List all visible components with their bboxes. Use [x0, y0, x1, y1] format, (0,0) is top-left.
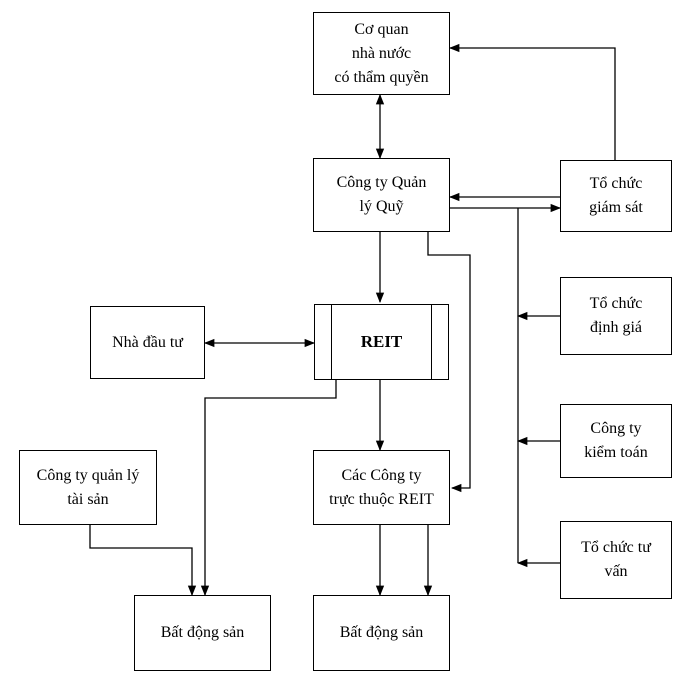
fund-manager-line-2: lý Quỹ [359, 198, 404, 215]
arrow-reit-real-estate-left [200, 380, 337, 597]
arrow-supervisor-authority [448, 43, 616, 160]
valuer-box: Tổ chức định giá [560, 277, 672, 355]
asset-manager-box: Công ty quản lý tài sản [19, 450, 157, 525]
arrow-asset-manager-real-estate [89, 525, 197, 597]
real-estate-left-label: Bất động sản [160, 624, 245, 641]
investor-label: Nhà đầu tư [112, 333, 183, 351]
auditor-box: Công ty kiểm toán [560, 404, 672, 478]
asset-manager-line-2: tài sản [67, 490, 109, 508]
consultant-line-1: Tổ chức tư [581, 539, 651, 556]
consultant-box: Tổ chức tư vấn [560, 521, 672, 599]
authority-line-1: Cơ quan [354, 20, 409, 38]
arrow-fund-manager-subsidiaries [427, 232, 471, 493]
investor-box: Nhà đầu tư [90, 306, 205, 379]
real-estate-right-label: Bất động sản [339, 624, 424, 641]
auditor-line-1: Công ty [590, 420, 642, 437]
reit-right-inner-border [431, 304, 432, 380]
supervisor-box: Tổ chức giám sát [560, 160, 672, 232]
asset-manager-line-1: Công ty quản lý [36, 466, 140, 484]
real-estate-left-box: Bất động sản [134, 595, 271, 671]
authority-line-2: nhà nước [351, 44, 412, 62]
reit-left-inner-border [331, 304, 332, 380]
real-estate-right-box: Bất động sản [313, 595, 450, 671]
fund-manager-box: Công ty Quản lý Quỹ [313, 158, 450, 232]
authority-box: Cơ quan nhà nước có thẩm quyền [313, 12, 450, 95]
valuer-line-1: Tổ chức [589, 295, 643, 312]
valuer-line-2: định giá [590, 319, 642, 336]
reit-label: REIT [360, 332, 403, 351]
reit-box: REIT [314, 304, 449, 380]
subsidiaries-box: Các Công ty trực thuộc REIT [313, 450, 450, 525]
fund-manager-line-1: Công ty Quản [336, 174, 427, 191]
subsidiaries-line-1: Các Công ty [341, 466, 422, 484]
consultant-line-2: vấn [604, 563, 628, 580]
supervisor-line-1: Tổ chức [589, 175, 643, 192]
auditor-line-2: kiểm toán [584, 444, 648, 461]
authority-line-3: có thẩm quyền [334, 68, 429, 86]
subsidiaries-line-2: trực thuộc REIT [329, 490, 434, 508]
supervisor-line-2: giám sát [589, 199, 643, 216]
